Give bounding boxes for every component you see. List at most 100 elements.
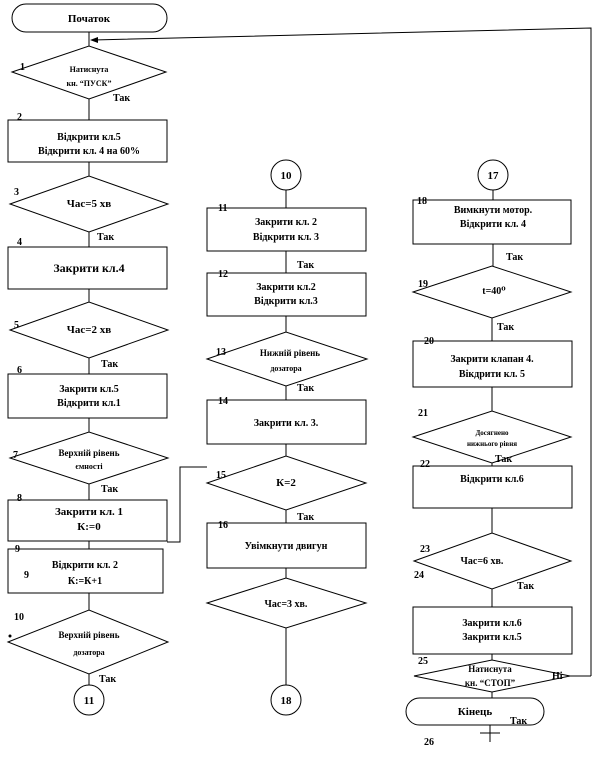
- process-11-line1: Закрити кл. 2: [255, 217, 317, 228]
- decision-low-level-reached: [411, 410, 573, 464]
- connector-17-label: 17: [488, 170, 500, 182]
- step-number-16: 16: [218, 520, 228, 531]
- connector-18: [270, 684, 302, 716]
- step-number-2: 2: [17, 112, 22, 123]
- step-number-15: 15: [216, 470, 226, 481]
- process-close-5-open-1: [7, 373, 168, 419]
- process-open-valve-6: [412, 465, 573, 509]
- step-number-7: 7: [13, 450, 18, 461]
- step-number-25: 25: [418, 656, 428, 667]
- decision-13-line1: Нижній рівень: [260, 348, 320, 358]
- decision-time-6: [412, 532, 573, 590]
- process-14-label: Закрити кл. 3.: [254, 418, 319, 429]
- decision-10-line1: Верхній рівень: [59, 630, 120, 640]
- decision-k-equals-2: [205, 455, 368, 511]
- decision-time-5: [8, 175, 170, 233]
- process-2-line1: Відкрити кл.5: [57, 132, 121, 143]
- decision-13-line2: дозатора: [270, 364, 301, 373]
- decision-15-label: К=2: [276, 477, 296, 489]
- loop-k-line: [167, 466, 207, 543]
- step-number-12: 12: [218, 269, 228, 280]
- process-start-motor: [206, 522, 367, 569]
- decision-25-line1: Натиснута: [468, 664, 512, 674]
- yes-label-15: Так: [297, 512, 314, 523]
- process-close-2-open-3: [206, 207, 367, 252]
- yes-label-21: Так: [495, 454, 512, 465]
- decision-3-label: Час=5 хв: [67, 198, 111, 210]
- step-number-20: 20: [424, 336, 434, 347]
- step-number-13: 13: [216, 347, 226, 358]
- yes-label-5: Так: [101, 359, 118, 370]
- step-number-23: 23: [420, 544, 430, 555]
- decision-23-label: Час=6 хв.: [461, 556, 504, 567]
- decision-doser-low-level: [205, 331, 369, 387]
- step-number-22: 22: [420, 459, 430, 470]
- yes-label-23: Так: [517, 581, 534, 592]
- process-8-line1: Закрити кл. 1: [55, 506, 123, 518]
- step-number-24: 24: [414, 570, 424, 581]
- decision-time-3: [205, 577, 368, 629]
- step-number-8: 8: [17, 493, 22, 504]
- decision-tank-top-level: [8, 431, 170, 485]
- yes-label-10: Так: [99, 674, 116, 685]
- process-8-line2: К:=0: [77, 521, 101, 533]
- process-2-line2: Відкрити кл. 4 на 60%: [38, 146, 140, 157]
- process-12-line2: Відкрити кл.3: [254, 296, 318, 307]
- decision-19-label: t=40⁰: [482, 286, 506, 297]
- decision-time-2: [8, 301, 170, 359]
- connector-10-label: 10: [281, 170, 293, 182]
- process-close-6-and-5: [412, 606, 573, 655]
- step-number-19: 19: [418, 279, 428, 290]
- process-6-line1: Закрити кл.5: [59, 384, 118, 395]
- connector-11: [73, 684, 105, 716]
- process-16-label: Увімкнути двигун: [245, 541, 328, 552]
- decision-21-line1: Досягнено: [475, 429, 509, 437]
- yes-label-7: Так: [101, 484, 118, 495]
- decision-21-line2: нижнього рівня: [467, 440, 517, 448]
- process-close-1-reset-k: [7, 499, 168, 542]
- step-number-3: 3: [14, 187, 19, 198]
- process-4-label: Закрити кл.4: [53, 261, 124, 275]
- step-number-5: 5: [14, 320, 19, 331]
- process-9-line1: Відкрити кл. 2: [52, 560, 118, 571]
- process-22-label: Відкрити кл.6: [460, 474, 524, 485]
- decision-start-pressed: [10, 45, 168, 100]
- process-close-4-open-5: [412, 340, 573, 388]
- connector-18-label: 18: [281, 695, 293, 707]
- step-number-1: 1: [20, 62, 25, 73]
- decision-7-line2: ємності: [75, 462, 103, 471]
- decision-temperature-40: [411, 265, 573, 319]
- yes-label-1: Так: [113, 93, 130, 104]
- step-number-10: 10: [14, 612, 24, 623]
- yes-label-3: Так: [97, 232, 114, 243]
- decision-1-line1: Натиснута: [70, 65, 109, 74]
- process-18-line1: Вимкнути мотор.: [454, 205, 533, 216]
- decision-7-line1: Верхній рівень: [59, 448, 120, 458]
- process-20-line2: Вікдрити кл. 5: [459, 369, 525, 380]
- step-number-9: 9: [24, 570, 29, 581]
- process-24-line2: Закрити кл.5: [462, 632, 521, 643]
- yes-label-11: Так: [297, 260, 314, 271]
- decision-10-line2: дозатора: [73, 648, 104, 657]
- start-label: Початок: [68, 13, 111, 25]
- process-9-line2: К:=К+1: [68, 576, 102, 587]
- process-20-line1: Закрити клапан 4.: [450, 354, 534, 365]
- process-close-valve-4: [7, 246, 168, 290]
- step-number-11: 11: [218, 203, 227, 214]
- end-terminal: [405, 697, 545, 726]
- yes-label-19: Так: [497, 322, 514, 333]
- decision-25-line2: кн. “СТОП”: [465, 678, 516, 688]
- process-open-valves: [7, 119, 168, 163]
- no-label-25: Ні: [552, 671, 563, 682]
- step-number-14: 14: [218, 396, 228, 407]
- step-number-6: 6: [17, 365, 22, 376]
- yes-label-13: Так: [297, 383, 314, 394]
- process-6-line2: Відкрити кл.1: [57, 398, 121, 409]
- decision-5-label: Час=2 хв: [67, 324, 111, 336]
- end-label: Кінець: [458, 706, 493, 718]
- decision-1-line2: кн. “ПУСК”: [67, 79, 112, 88]
- process-close-valve-3: [206, 399, 367, 445]
- process-18-line2: Відкрити кл. 4: [460, 219, 526, 230]
- connector-11-label: 11: [84, 695, 94, 707]
